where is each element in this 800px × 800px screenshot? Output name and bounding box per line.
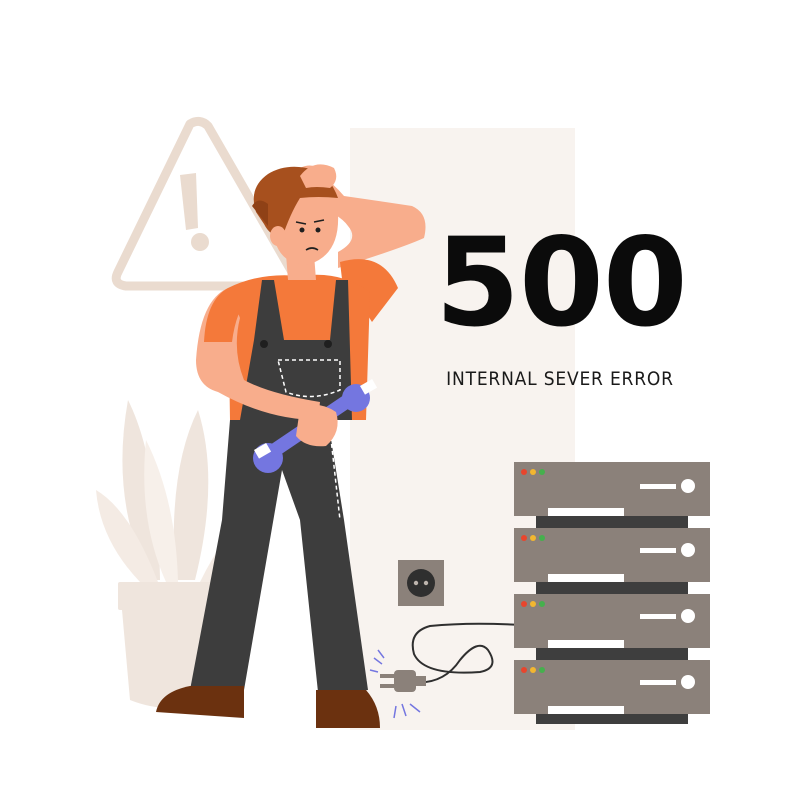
server-unit <box>514 660 710 714</box>
server-unit <box>514 594 710 648</box>
technician-figure <box>156 164 426 728</box>
server-unit <box>514 528 710 582</box>
server-unit <box>514 462 710 516</box>
power-cable <box>399 622 521 684</box>
error-code: 500 <box>435 212 688 354</box>
wall-socket-icon <box>398 560 444 606</box>
power-plug-icon <box>369 649 426 719</box>
server-rack-icon <box>514 462 710 724</box>
error-message: INTERNAL SEVER ERROR <box>446 368 674 390</box>
